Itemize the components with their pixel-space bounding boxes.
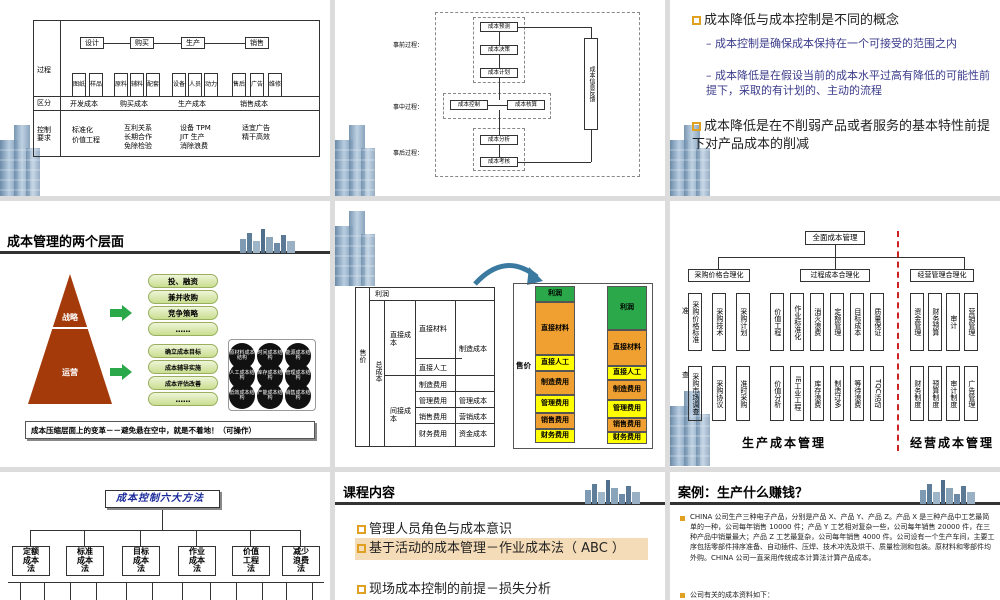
arrow-right-icon xyxy=(110,364,132,380)
curved-arrow-icon xyxy=(473,263,543,286)
slide-cost-concepts[interactable]: 成本降低与成本控制是不同的概念 – 成本控制是确保成本保持在一个可接受的范围之内… xyxy=(670,0,1000,196)
root-node: 全面成本管理 xyxy=(805,231,865,245)
operation-label: 运营 xyxy=(62,368,78,377)
skyline-decoration xyxy=(240,229,295,253)
row-label-division: 区分 xyxy=(37,99,51,107)
bullet-icon xyxy=(680,593,685,598)
bullet-icon xyxy=(357,544,366,553)
box-assessment: 成本考核 xyxy=(480,157,518,167)
building-decoration xyxy=(335,210,376,286)
box-decision: 成本决策 xyxy=(480,45,518,55)
stage-purchase: 购买 xyxy=(130,37,154,49)
slide-case-study[interactable]: 案例：生产什么赚钱？ CHINA 公司生产三种电子产品，分别是产品 X、产品 Y… xyxy=(670,472,1000,600)
course-item-2[interactable]: 基于活动的成本管理－作业成本法（ ABC ） xyxy=(357,540,657,558)
bullet-icon xyxy=(680,516,685,521)
slide-six-methods[interactable]: 成本控制六大方法 定额成本法 标准成本法 目标成本法 作业成本法 价值工程法 减… xyxy=(0,472,330,600)
course-item-3[interactable]: 现场成本控制的前提－损失分析 xyxy=(357,578,657,597)
box-control: 成本控制 xyxy=(450,100,488,110)
box-analysis: 成本分析 xyxy=(480,135,518,145)
stage-production: 生产 xyxy=(181,37,205,49)
arrow-right-icon xyxy=(110,305,132,321)
box-accounting: 成本核算 xyxy=(507,100,545,110)
bullet-icon xyxy=(692,16,701,25)
slide-title: 成本控制六大方法 xyxy=(116,493,204,504)
slide-two-levels[interactable]: 成本管理的两个层面 战略 运营 投、融资 兼并收购 竞争策略 …… 确立成本目标… xyxy=(0,201,330,467)
bullet-icon xyxy=(357,525,366,534)
feedback-box: 成本信息反馈 xyxy=(584,38,598,130)
footer-operation: 经营成本管理 xyxy=(910,436,995,450)
row-label-control: 控制 要求 xyxy=(37,126,51,143)
stage-sales: 销售 xyxy=(245,37,269,49)
stage-design: 设计 xyxy=(80,37,104,49)
case-paragraph: CHINA 公司生产三种电子产品，分别是产品 X、产品 Y、产品 Z。产品 X … xyxy=(690,513,995,562)
footer-production: 生产成本管理 xyxy=(742,436,827,450)
footer-note: 成本压缩层面上的变革－－避免悬在空中，就是不着地！（可操作） xyxy=(31,426,256,435)
building-decoration xyxy=(335,124,376,196)
skyline-decoration xyxy=(920,480,975,504)
point-2: 成本降低是在不削弱产品或者服务的基本特性前提下对产品成本的削减 xyxy=(692,119,991,152)
course-item-1[interactable]: 管理人员角色与成本意识 xyxy=(357,518,657,537)
skyline-decoration xyxy=(585,480,640,504)
slide-course-content[interactable]: 课程内容 管理人员角色与成本意识 基于活动的成本管理－作业成本法（ ABC ） … xyxy=(335,472,665,600)
pyramid xyxy=(28,274,112,404)
cost-structure-table xyxy=(355,287,495,447)
slide-title: 案例：生产什么赚钱？ xyxy=(678,486,809,501)
divider-line xyxy=(897,231,899,451)
case-paragraph-2: 公司有关的成本资料如下： xyxy=(690,591,774,599)
point-1-detail-1: – 成本控制是确保成本保持在一个可接受的范围之内 xyxy=(706,37,957,50)
box-plan: 成本计划 xyxy=(480,68,518,78)
point-1-detail-2: – 成本降低是在假设当前的成本水平过高有降低的可能性前提下，采取的有计划的、主动… xyxy=(706,69,990,98)
slide-cost-composition[interactable]: 利润 售价 总成本 直接成本 直接材料 直接人工 制造成本 间接成本 制造费用 … xyxy=(335,201,665,467)
box-forecast: 成本预测 xyxy=(480,22,518,32)
cycle-frame xyxy=(435,12,640,177)
slide-total-cost-management[interactable]: 全面成本管理 采购价格合理化 过程成本合理化 经营管理合理化 准 查 采购价格标… xyxy=(670,201,1000,467)
slide-title: 课程内容 xyxy=(343,486,396,501)
bullet-icon xyxy=(357,585,366,594)
slide-title: 成本管理的两个层面 xyxy=(7,235,125,250)
slide-cost-cycle[interactable]: 事前过程： 事中过程： 事后过程： 成本预测 成本决策 成本计划 成本控制 成本… xyxy=(335,0,665,196)
process-table xyxy=(33,20,320,157)
point-1: 成本降低与成本控制是不同的概念 xyxy=(692,13,992,30)
strategy-label: 战略 xyxy=(62,313,78,322)
bullet-icon xyxy=(692,122,701,131)
row-label-process: 过程 xyxy=(37,66,51,74)
slide-cost-process[interactable]: 过程 区分 控制 要求 设计 购买 生产 销售 图纸 样品 原料 辅料 配套 设… xyxy=(0,0,330,196)
